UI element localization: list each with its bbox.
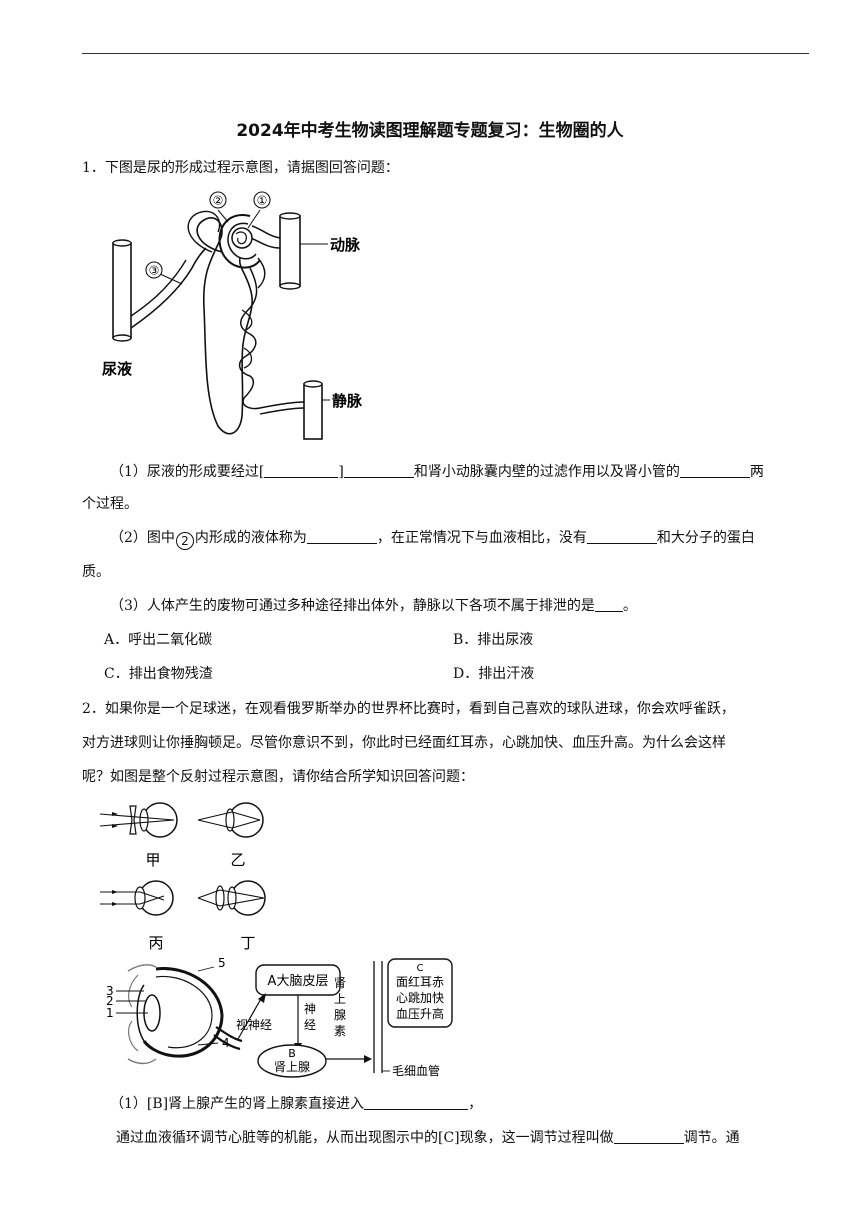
option-A[interactable]: A．呼出二氧化碳	[104, 632, 213, 648]
svg-text:血压升高: 血压升高	[396, 1006, 444, 1021]
header-rule	[82, 53, 809, 54]
collecting-duct	[112, 242, 132, 339]
svg-text:面红耳赤: 面红耳赤	[396, 974, 444, 989]
option-C[interactable]: C．排出食物残渣	[104, 666, 213, 682]
eye-label-4: 4	[222, 1036, 230, 1050]
eye-jia	[99, 802, 178, 838]
q1-part3: （3）人体产生的废物可通过多种途径排出体外，静脉以下各项不属于排泄的是。	[110, 596, 637, 614]
circled-number-2: 2	[175, 532, 194, 550]
eye-bing	[100, 880, 174, 916]
svg-text:肾上腺: 肾上腺	[274, 1060, 310, 1074]
eye-label-2: 2	[106, 994, 114, 1008]
answer-blank[interactable]	[679, 462, 750, 478]
label-adrenaline-2: 上	[334, 992, 346, 1006]
label-1: ①	[257, 194, 268, 208]
label-optic-nerve: 视神经	[236, 1017, 272, 1032]
eyeball-section	[116, 964, 243, 1065]
q2-part1-line1: （1）[B]肾上腺产生的肾上腺素直接进入，	[110, 1094, 483, 1112]
eye-yi	[197, 802, 264, 838]
answer-blank[interactable]	[343, 462, 414, 478]
label-ding: 丁	[240, 934, 255, 952]
q1-part2-line2: 质。	[82, 564, 110, 580]
eye-ding	[197, 880, 266, 916]
label-yi: 乙	[230, 851, 245, 869]
label-adrenaline-4: 素	[334, 1024, 346, 1038]
label-artery: 动脉	[330, 236, 361, 254]
answer-blank[interactable]	[364, 1094, 469, 1110]
svg-text:B: B	[288, 1047, 296, 1060]
svg-text:C: C	[417, 963, 424, 974]
answer-blank[interactable]	[264, 462, 339, 478]
kidney-nephron-figure: ② ① ③ 动脉 静脉 尿液	[102, 191, 363, 440]
svg-text:A大脑皮层: A大脑皮层	[268, 974, 329, 989]
answer-blank[interactable]	[586, 528, 657, 544]
label-capillary: 毛细血管	[392, 1063, 440, 1078]
question-2-line2: 对方进球则让你捶胸顿足。尽管你意识不到，你此时已经面红耳赤，心跳加快、血压升高。…	[82, 735, 726, 751]
svg-text:心跳加快: 心跳加快	[396, 991, 444, 1005]
vein-vessel	[303, 383, 323, 440]
option-B[interactable]: B．排出尿液	[453, 632, 534, 648]
eye-lens-figure: 甲 乙 丙 丁	[99, 802, 266, 952]
q1-part1-line1: （1）尿液的形成要经过[]和肾小动脉囊内壁的过滤作用以及肾小管的两	[110, 462, 764, 480]
answer-blank[interactable]	[306, 528, 377, 544]
option-D[interactable]: D．排出汗液	[453, 666, 535, 682]
answer-blank[interactable]	[594, 596, 623, 612]
reflex-pathway-figure: 3 2 1 5 4 A大脑皮层 视神经 神 经 B 肾上腺 肾 上 腺 素 毛细…	[106, 956, 453, 1078]
label-vein: 静脉	[332, 392, 363, 410]
label-jia: 甲	[145, 851, 160, 869]
label-urine: 尿液	[102, 360, 133, 378]
label-3: ③	[149, 264, 160, 278]
label-bing: 丙	[148, 934, 163, 952]
renal-tubule	[196, 217, 253, 435]
label-nerve-1: 神	[304, 1002, 316, 1016]
eye-label-3: 3	[106, 984, 114, 998]
q2-part1-line2: 通过血液循环调节心脏等的机能，从而出现图示中的[C]现象，这一调节过程叫做调节。…	[116, 1128, 740, 1146]
box-adrenal-gland	[257, 1044, 327, 1078]
question-1-stem: 1．下图是尿的形成过程示意图，请据图回答问题：	[82, 160, 399, 176]
label-adrenaline-3: 腺	[334, 1008, 346, 1022]
page-title: 2024年中考生物读图理解题专题复习：生物圈的人	[236, 121, 624, 141]
eye-label-1: 1	[106, 1006, 114, 1020]
eye-label-5: 5	[218, 956, 226, 970]
question-2-line3: 呢？如图是整个反射过程示意图，请你结合所学知识回答问题：	[82, 769, 474, 785]
box-response	[387, 958, 453, 1028]
question-2-line1: 2．如果你是一个足球迷，在观看俄罗斯举办的世界杯比赛时，看到自己喜欢的球队进球，…	[82, 701, 735, 717]
answer-blank[interactable]	[613, 1128, 684, 1144]
label-adrenaline-1: 肾	[334, 976, 346, 990]
glomerulus	[231, 227, 253, 249]
artery-vessel	[279, 215, 301, 287]
q1-part1-line2: 个过程。	[82, 496, 138, 512]
label-2: ②	[213, 194, 224, 208]
label-nerve-2: 经	[304, 1018, 316, 1032]
